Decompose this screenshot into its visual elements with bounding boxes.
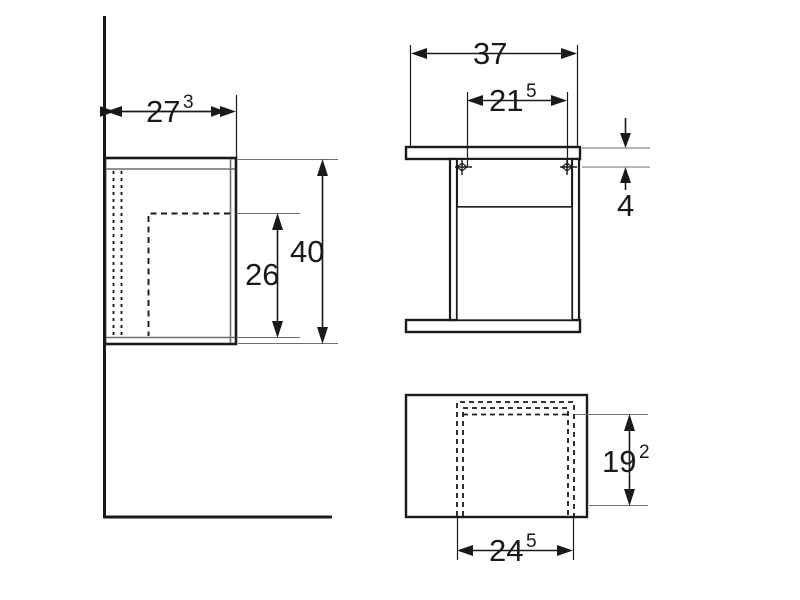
dimension-label-27-3: 27 bbox=[146, 94, 180, 129]
dimension-label-26: 26 bbox=[245, 257, 279, 292]
dimension-label-37: 37 bbox=[473, 36, 507, 71]
dimension-plan-depth-19-2: 19 2 bbox=[575, 413, 650, 507]
dimension-label-19-2: 19 bbox=[602, 444, 636, 479]
dimension-label-24-5: 24 bbox=[489, 533, 523, 568]
plan-view bbox=[404, 393, 589, 519]
dimension-sup-19-2: 2 bbox=[639, 442, 650, 463]
dimension-thickness-4: 4 bbox=[582, 118, 650, 223]
dimension-depth-27-3: 27 3 bbox=[100, 92, 238, 160]
hidden-plan-outline bbox=[456, 401, 575, 516]
dimension-width-21-5: 21 5 bbox=[466, 81, 569, 166]
dimension-width-37: 37 bbox=[409, 36, 579, 146]
dimension-height-40: 40 bbox=[238, 158, 338, 345]
hidden-plan-outline bbox=[462, 407, 569, 516]
hidden-drawer-outline bbox=[147, 212, 230, 336]
dimension-sup-21-5: 5 bbox=[526, 81, 537, 102]
dimension-label-40: 40 bbox=[290, 234, 324, 269]
dimension-height-26: 26 bbox=[236, 212, 300, 339]
side-elevation-view bbox=[103, 156, 238, 346]
dimension-sup-24-5: 5 bbox=[526, 531, 537, 552]
dimension-plan-width-24-5: 24 5 bbox=[456, 518, 575, 568]
front-elevation-view bbox=[404, 145, 582, 334]
dimension-label-4: 4 bbox=[617, 188, 634, 223]
fixing-point-icon bbox=[455, 159, 472, 175]
dimension-label-21-5: 21 bbox=[489, 83, 523, 118]
dimension-sup-27-3: 3 bbox=[183, 92, 194, 113]
